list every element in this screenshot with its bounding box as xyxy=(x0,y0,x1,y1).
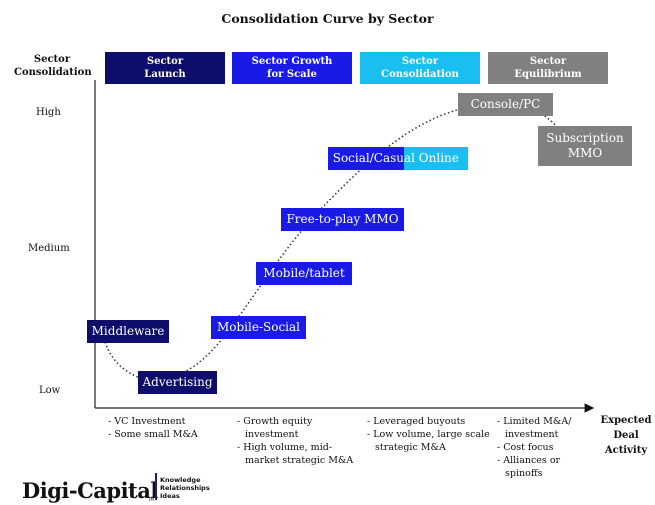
note-line: - Alliances or xyxy=(497,455,561,466)
sector-advertising: Advertising xyxy=(138,371,217,394)
x-axis-label-line1: Expected xyxy=(600,415,652,426)
phase-consolidation-line2: Consolidation xyxy=(381,69,459,80)
note-line: - Low volume, large scale xyxy=(367,429,490,440)
phase-equilibrium-line1: Sector xyxy=(529,56,567,67)
subscription-line2: MMO xyxy=(567,146,603,160)
tagline-knowledge: Knowledge xyxy=(160,476,201,484)
phase-growth-line1: Sector Growth xyxy=(251,56,333,67)
note-line: - Cost focus xyxy=(497,442,554,453)
note-line: market strategic M&A xyxy=(245,455,354,466)
digi-capital-logo: Digi-Capital xyxy=(22,478,158,503)
note-line: - High volume, mid- xyxy=(237,442,333,453)
sector-mobile-social: Mobile-Social xyxy=(211,316,306,339)
note-line: - Limited M&A/ xyxy=(497,416,572,427)
notes-growth: - Growth equity investment - High volume… xyxy=(237,415,353,467)
sector-console-pc: Console/PC xyxy=(458,93,553,116)
note-line: - VC Investment xyxy=(108,416,186,427)
sector-middleware: Middleware xyxy=(87,320,169,343)
phase-growth-line2: for Scale xyxy=(267,69,317,80)
sector-free-to-play-mmo: Free-to-play MMO xyxy=(281,208,404,231)
sector-social-casual-online: Social/Casu al Online xyxy=(328,147,468,170)
note-line: strategic M&A xyxy=(375,442,446,453)
consolidation-curve xyxy=(104,103,556,380)
trademark-mark: TM xyxy=(148,497,154,502)
phase-equilibrium-line2: Equilibrium xyxy=(514,69,582,80)
x-axis-label-line2: Deal xyxy=(613,430,639,441)
social-casual-left-part: Social/Casu xyxy=(328,147,404,170)
tagline-relationships: Relationships xyxy=(160,484,210,492)
notes-consolidation: - Leveraged buyouts - Low volume, large … xyxy=(367,415,490,454)
logo-tagline: Knowledge Relationships Ideas xyxy=(160,476,210,500)
social-casual-right-part: al Online xyxy=(404,147,468,170)
logo-divider xyxy=(155,473,157,500)
y-axis-label-line2: Consolidation xyxy=(14,67,92,78)
x-axis-label: Expected Deal Activity xyxy=(597,413,655,458)
sector-mobile-tablet: Mobile/tablet xyxy=(256,262,352,285)
y-axis-label: Sector Consolidation xyxy=(14,53,92,79)
note-line: spinoffs xyxy=(505,468,543,479)
note-line: - Growth equity xyxy=(237,416,313,427)
subscription-line1: Subscription xyxy=(546,131,624,145)
notes-equilibrium: - Limited M&A/ investment - Cost focus -… xyxy=(497,415,571,480)
note-line: - Some small M&A xyxy=(108,429,198,440)
y-tick-medium: Medium xyxy=(28,243,70,254)
social-casual-text-a: Social/Casu xyxy=(332,151,404,165)
y-axis-label-line1: Sector xyxy=(33,54,71,65)
phase-consolidation-line1: Sector xyxy=(401,56,439,67)
y-tick-high: High xyxy=(36,107,61,118)
note-line: investment xyxy=(505,429,559,440)
note-line: - Leveraged buyouts xyxy=(367,416,466,427)
x-axis-label-line3: Activity xyxy=(604,445,648,456)
phase-sector-growth: Sector Growth for Scale xyxy=(232,52,352,84)
y-tick-low: Low xyxy=(39,385,61,396)
note-line: investment xyxy=(245,429,299,440)
phase-launch-line1: Sector xyxy=(146,56,184,67)
social-casual-text-b: al Online xyxy=(404,151,459,165)
chart-title: Consolidation Curve by Sector xyxy=(221,11,434,26)
tagline-ideas: Ideas xyxy=(160,492,180,500)
phase-launch-line2: Launch xyxy=(144,69,186,80)
notes-launch: - VC Investment - Some small M&A xyxy=(108,415,198,441)
